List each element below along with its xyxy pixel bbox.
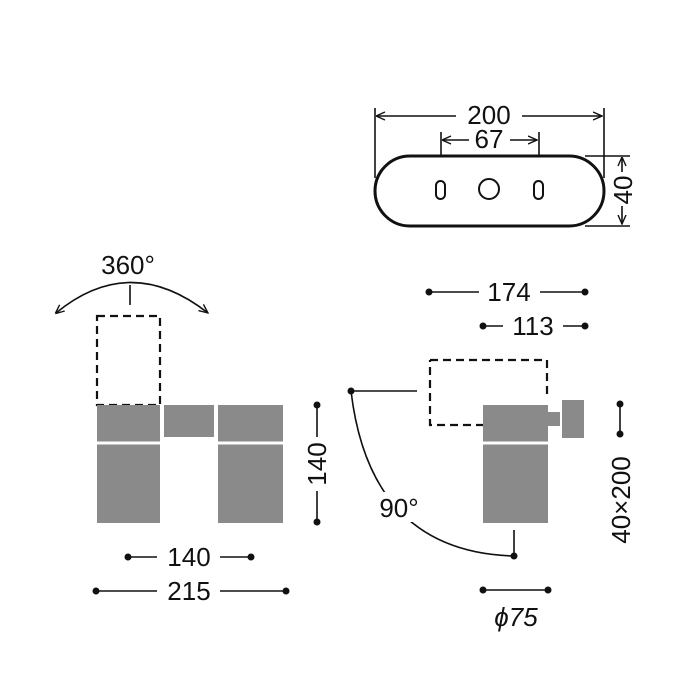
rotated-head-outline — [95, 314, 162, 407]
dimension-dot — [510, 552, 518, 560]
dimension-dot — [313, 401, 321, 409]
dimension-dot — [479, 322, 487, 330]
dimension-dot — [581, 322, 589, 330]
total-width-label: 215 — [167, 576, 210, 606]
side-view: 174 113 90° 40×200 ϕ75 — [347, 277, 636, 632]
dimension-dot — [247, 553, 255, 561]
label-backing — [612, 172, 634, 206]
dimension-dot — [616, 430, 624, 438]
diameter-label: ϕ75 — [494, 602, 538, 632]
dimension-dot — [479, 586, 487, 594]
dimension-dot — [616, 400, 624, 408]
top-view: 200 67 40 — [373, 100, 638, 228]
label-backing — [372, 492, 424, 522]
tilt-label: 90° — [379, 493, 418, 523]
offset-label: 113 — [512, 311, 553, 341]
overall-label: 174 — [487, 277, 530, 307]
cable-hole — [478, 178, 500, 200]
dimension-dot — [544, 586, 552, 594]
depth-label: 40 — [608, 176, 638, 205]
left-light-head — [97, 405, 160, 523]
dimension-dot — [313, 518, 321, 526]
tilted-head-outline — [428, 358, 549, 427]
dimension-dot — [92, 587, 100, 595]
inner-width-label: 140 — [167, 542, 210, 572]
center-mount-block — [164, 405, 214, 437]
dimension-dot — [282, 587, 290, 595]
dimension-dot — [425, 288, 433, 296]
width-label: 200 — [467, 100, 510, 130]
dimension-dot — [581, 288, 589, 296]
right-light-head — [218, 405, 283, 523]
rotation-arc — [56, 281, 208, 314]
range-label: 40×200 — [606, 456, 636, 543]
height-label: 140 — [302, 442, 332, 485]
mounting-slot-right — [533, 180, 544, 200]
mounting-slot-left — [435, 180, 446, 200]
dimension-dot — [347, 387, 355, 395]
base-plate-side — [562, 400, 584, 438]
mount-spacing-label: 67 — [475, 124, 504, 154]
side-light-head — [483, 405, 548, 523]
rotation-label: 360° — [101, 250, 155, 280]
front-view: 360° 140 140 215 — [56, 250, 332, 606]
mount-arm — [548, 412, 560, 426]
dimension-dot — [124, 553, 132, 561]
